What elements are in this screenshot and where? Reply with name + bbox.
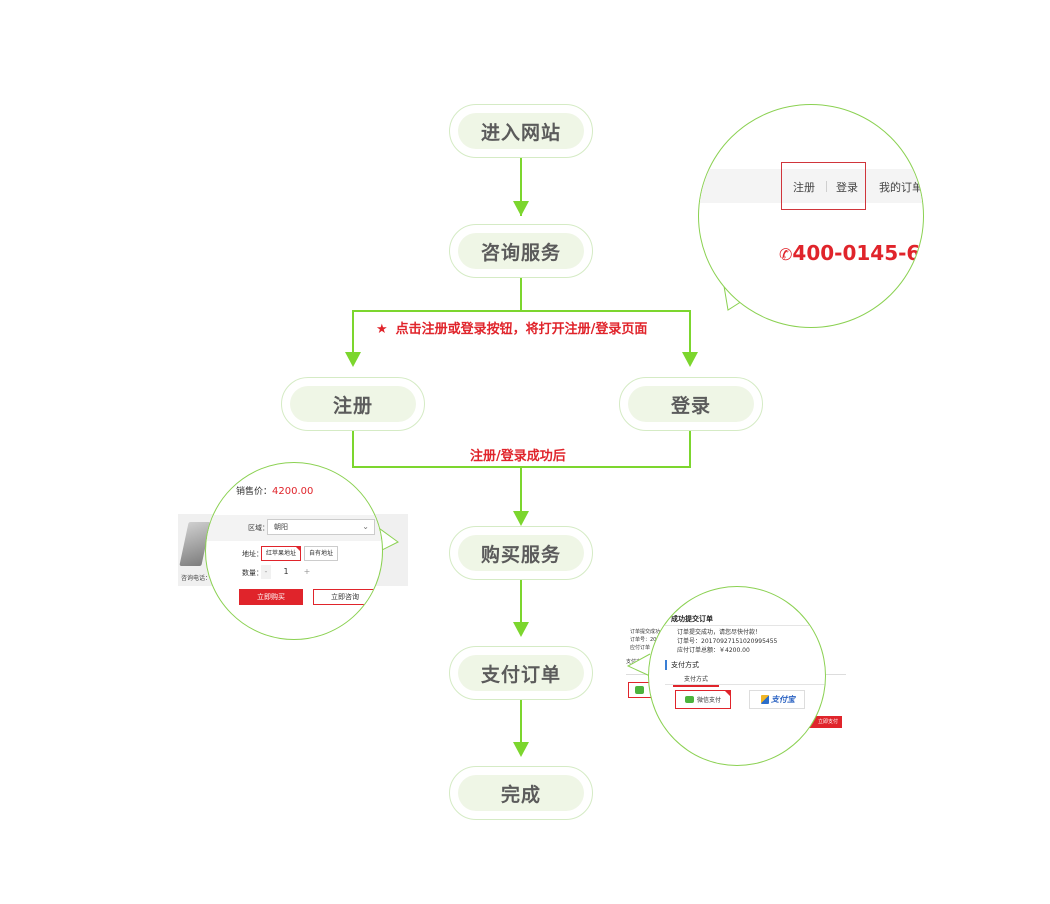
click-note-text: 点击注册或登录按钮，将打开注册/登录页面 bbox=[395, 322, 648, 337]
step-label: 注册 bbox=[290, 386, 416, 422]
step-consult: 咨询服务 bbox=[449, 224, 593, 278]
payment-zoom-bubble: 成功提交订单 订单提交成功，请您尽快付款！ 订单号：20170927151020… bbox=[648, 586, 826, 766]
step-label: 完成 bbox=[458, 775, 584, 811]
region-select[interactable]: 朝阳 ⌄ bbox=[267, 519, 375, 535]
order-success-message: 订单提交成功，请您尽快付款！ bbox=[677, 629, 762, 636]
click-note: ★ 点击注册或登录按钮，将打开注册/登录页面 bbox=[376, 318, 647, 337]
arrowhead bbox=[513, 201, 529, 216]
hotline-number: 400-0145-698 bbox=[792, 241, 923, 265]
login-link[interactable]: 登录 bbox=[836, 181, 858, 194]
address-label: 地址： bbox=[242, 550, 263, 558]
header-zoom-bubble: 注册 登录 我的订单 ✆400-0145-698 bbox=[698, 104, 924, 328]
wechat-pay-label: 微信支付 bbox=[697, 697, 722, 704]
region-value: 朝阳 bbox=[274, 523, 288, 531]
wechat-pay-option[interactable]: 微信支付 bbox=[675, 690, 731, 709]
selected-corner-icon bbox=[295, 546, 302, 552]
arrowhead bbox=[682, 352, 698, 367]
wechat-icon bbox=[685, 696, 694, 703]
quantity-label: 数量： bbox=[242, 569, 263, 577]
order-success-title: 成功提交订单 bbox=[671, 615, 713, 623]
step-login: 登录 bbox=[619, 377, 763, 431]
price-value: 4200.00 bbox=[272, 486, 314, 497]
consult-now-button[interactable]: 立即咨询 bbox=[313, 589, 377, 605]
payment-method-title: 支付方式 bbox=[665, 660, 699, 670]
arrowhead bbox=[513, 511, 529, 526]
selected-corner-icon bbox=[724, 690, 731, 697]
step-label: 购买服务 bbox=[458, 535, 584, 571]
divider bbox=[826, 181, 827, 192]
step-enter-site: 进入网站 bbox=[449, 104, 593, 158]
my-orders-link[interactable]: 我的订单 bbox=[879, 181, 923, 194]
alipay-label: 支付宝 bbox=[771, 695, 795, 704]
purchase-zoom-bubble: 销售价：4200.00 区域： 朝阳 ⌄ 地址： 红苹果地址 自有地址 数量： … bbox=[205, 462, 383, 640]
tab-payment-method[interactable]: 支付方式 bbox=[673, 674, 719, 687]
buy-now-button[interactable]: 立即购买 bbox=[239, 589, 303, 605]
arrowhead bbox=[513, 742, 529, 757]
price-label: 销售价： bbox=[236, 487, 273, 497]
register-link[interactable]: 注册 bbox=[793, 181, 815, 194]
arrowhead bbox=[513, 622, 529, 637]
bubble-tail bbox=[626, 653, 651, 677]
bg-pay-method: 支付方 bbox=[626, 659, 642, 665]
after-note: 注册/登录成功后 bbox=[470, 449, 566, 464]
arrow-step2-split bbox=[352, 278, 522, 355]
quantity-plus-button[interactable]: + bbox=[303, 567, 311, 576]
highlight-box bbox=[781, 162, 866, 210]
address-option-label: 红苹果地址 bbox=[266, 550, 297, 557]
arrowhead bbox=[345, 352, 361, 367]
bg-order-total: 应付订单 bbox=[630, 645, 651, 651]
step-pay: 支付订单 bbox=[449, 646, 593, 700]
alipay-option[interactable]: 支付宝 bbox=[749, 690, 805, 709]
address-option-redapple[interactable]: 红苹果地址 bbox=[261, 546, 302, 561]
star-icon: ★ bbox=[376, 322, 388, 337]
phone-icon: ✆ bbox=[779, 245, 793, 264]
price: 销售价：4200.00 bbox=[236, 484, 313, 497]
quantity-minus-button[interactable]: - bbox=[261, 565, 271, 579]
chevron-down-icon: ⌄ bbox=[362, 522, 369, 531]
quantity-value[interactable]: 1 bbox=[283, 567, 289, 576]
address-option-own[interactable]: 自有地址 bbox=[304, 546, 339, 561]
hotline: ✆400-0145-698 bbox=[779, 241, 923, 265]
step-purchase: 购买服务 bbox=[449, 526, 593, 580]
wechat-icon bbox=[635, 686, 644, 694]
divider bbox=[665, 625, 825, 626]
step-label: 咨询服务 bbox=[458, 233, 584, 269]
divider bbox=[665, 684, 825, 685]
region-label: 区域： bbox=[248, 524, 269, 532]
hotline-snippet: 咨询电话：4 bbox=[181, 575, 215, 582]
bg-order-number: 订单号：201 bbox=[630, 637, 660, 643]
step-label: 登录 bbox=[628, 386, 754, 422]
order-number: 订单号：20170927151020995455 bbox=[677, 638, 778, 645]
alipay-icon bbox=[761, 695, 769, 704]
step-register: 注册 bbox=[281, 377, 425, 431]
address-option-label: 自有地址 bbox=[309, 550, 334, 557]
order-total: 应付订单总额：￥4200.00 bbox=[677, 647, 750, 654]
header-bar bbox=[699, 169, 923, 203]
step-label: 支付订单 bbox=[458, 655, 584, 691]
step-done: 完成 bbox=[449, 766, 593, 820]
bg-order-success: 订单提交成功 bbox=[630, 629, 661, 635]
arrow-split-login bbox=[521, 310, 691, 355]
step-label: 进入网站 bbox=[458, 113, 584, 149]
